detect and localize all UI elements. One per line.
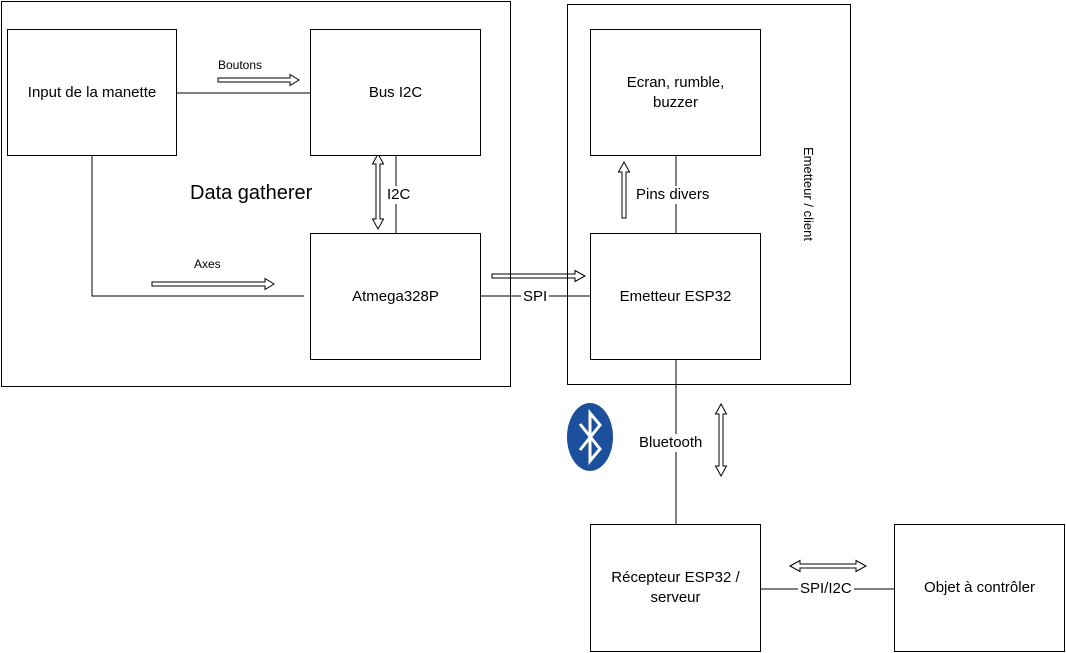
atmega-block: Atmega328P	[310, 233, 481, 360]
bus-i2c-block: Bus I2C	[310, 29, 481, 156]
emetteur-group	[567, 4, 851, 385]
pins-arrow	[617, 160, 631, 219]
input-manette-block: Input de la manette	[7, 29, 177, 156]
i2c-double-arrow	[371, 152, 385, 231]
boutons-label: Boutons	[218, 58, 263, 72]
recepteur-label: Récepteur ESP32 / serveur	[611, 569, 740, 606]
spi-i2c-double-arrow	[788, 559, 868, 573]
axes-arrow	[151, 277, 275, 291]
bluetooth-icon	[567, 403, 613, 471]
input-manette-label: Input de la manette	[27, 83, 157, 101]
spi-label: SPI	[521, 288, 550, 306]
objet-label: Objet à contrôler	[924, 579, 1035, 596]
bluetooth-label: Bluetooth	[637, 434, 705, 452]
recepteur-block: Récepteur ESP32 / serveur	[590, 524, 761, 652]
spi-i2c-label: SPI/I2C	[798, 580, 854, 598]
ecran-block: Ecran, rumble, buzzer	[590, 29, 761, 156]
i2c-label: I2C	[385, 186, 413, 204]
axes-label: Axes	[194, 257, 221, 271]
boutons-arrow	[217, 73, 300, 87]
atmega-label: Atmega328P	[352, 287, 439, 305]
objet-block: Objet à contrôler	[894, 524, 1065, 652]
spi-arrow	[491, 269, 587, 283]
ecran-label: Ecran, rumble, buzzer	[626, 73, 725, 111]
wire-input-to-atmega	[91, 156, 304, 297]
pins-divers-label: Pins divers	[634, 186, 712, 204]
emetteur-esp32-block: Emetteur ESP32	[590, 233, 761, 360]
emetteur-esp32-label: Emetteur ESP32	[619, 287, 732, 305]
data-gatherer-title: Data gatherer	[190, 182, 313, 204]
bus-i2c-label: Bus I2C	[368, 83, 423, 101]
emetteur-client-title: Emetteur / client	[801, 147, 816, 241]
bluetooth-double-arrow	[714, 402, 728, 478]
data-gatherer-group	[1, 1, 511, 387]
